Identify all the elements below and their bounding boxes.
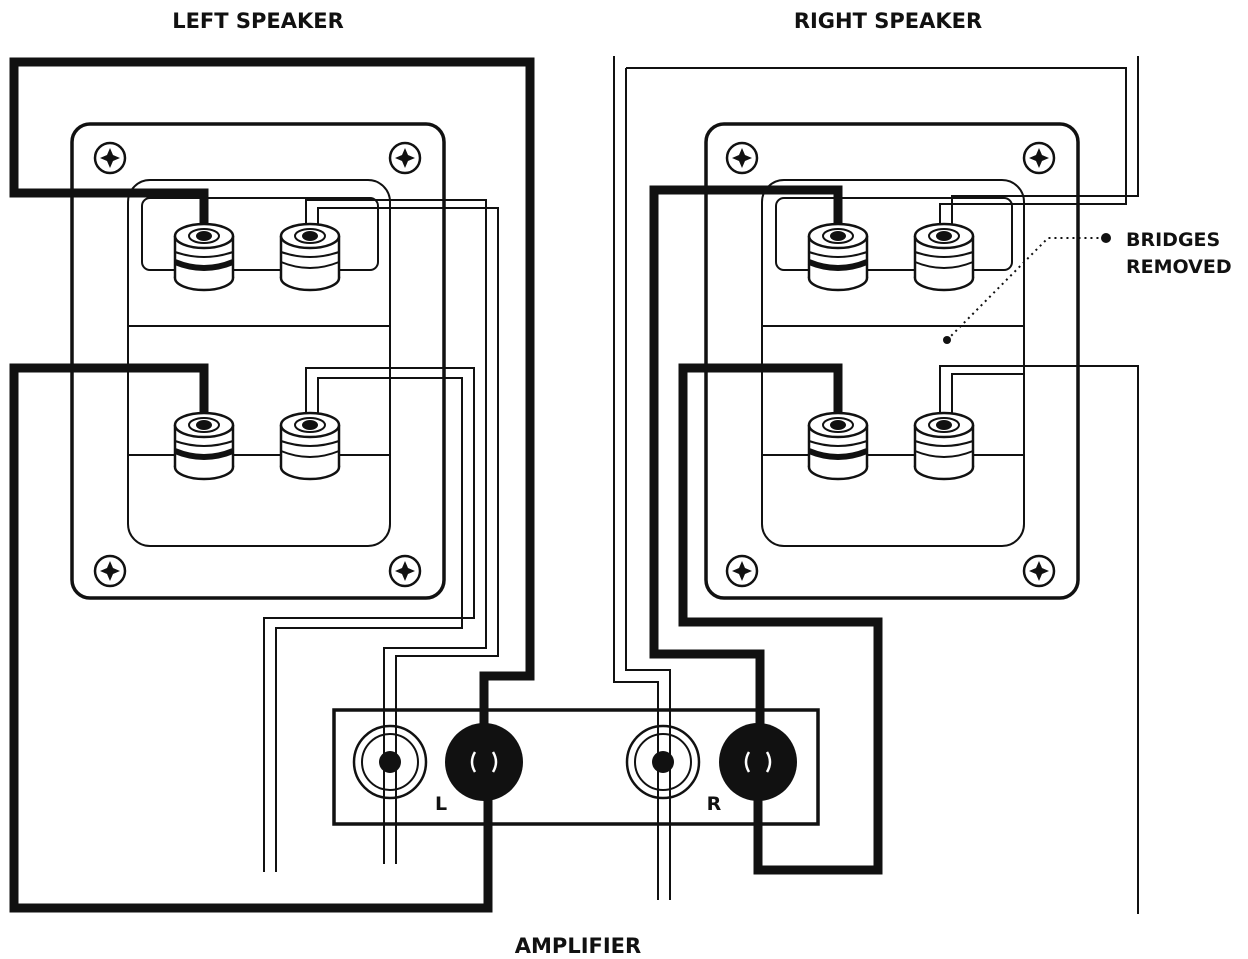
removed-label: REMOVED — [1126, 256, 1232, 278]
screw-icon — [1022, 141, 1056, 175]
screw-icon — [93, 141, 127, 175]
bridges-label: BRIDGES — [1126, 229, 1220, 251]
screw-icon — [388, 554, 422, 588]
right-speaker-panel — [704, 122, 1080, 600]
right-speaker-plate — [704, 122, 1080, 600]
bridges-removed-callout: BRIDGES REMOVED — [943, 229, 1232, 344]
left-speaker-panel — [70, 122, 446, 600]
left-terminal-frame — [127, 179, 391, 547]
positive-wires — [9, 57, 883, 913]
screw-icon — [1022, 554, 1056, 588]
amp-left-positive-jack — [445, 723, 523, 801]
screw-icon — [725, 554, 759, 588]
screw-icons — [93, 141, 1056, 588]
binding-post-positive — [173, 222, 235, 292]
binding-post-positive — [807, 411, 869, 481]
binding-post-negative — [913, 411, 975, 481]
amp-left-negative-jack — [352, 724, 428, 800]
left-speaker-title: LEFT SPEAKER — [172, 9, 344, 33]
amplifier-unit: L R — [332, 708, 820, 826]
amp-right-negative-jack — [625, 724, 701, 800]
binding-post-negative — [913, 222, 975, 292]
binding-post-negative — [279, 222, 341, 292]
right-speaker-terminals — [807, 222, 975, 481]
amp-right-positive-jack — [719, 723, 797, 801]
binding-post-positive — [807, 222, 869, 292]
amplifier-title: AMPLIFIER — [515, 934, 641, 958]
amp-right-label: R — [707, 793, 722, 815]
right-terminal-frame — [761, 179, 1025, 547]
binding-post-positive — [173, 411, 235, 481]
negative-wires — [263, 56, 1139, 914]
screw-icon — [388, 141, 422, 175]
binding-post-negative — [279, 411, 341, 481]
screw-icon — [93, 554, 127, 588]
right-speaker-title: RIGHT SPEAKER — [794, 9, 982, 33]
amp-left-label: L — [435, 793, 447, 815]
screw-icon — [725, 141, 759, 175]
left-speaker-terminals — [173, 222, 341, 481]
left-speaker-plate — [70, 122, 446, 600]
